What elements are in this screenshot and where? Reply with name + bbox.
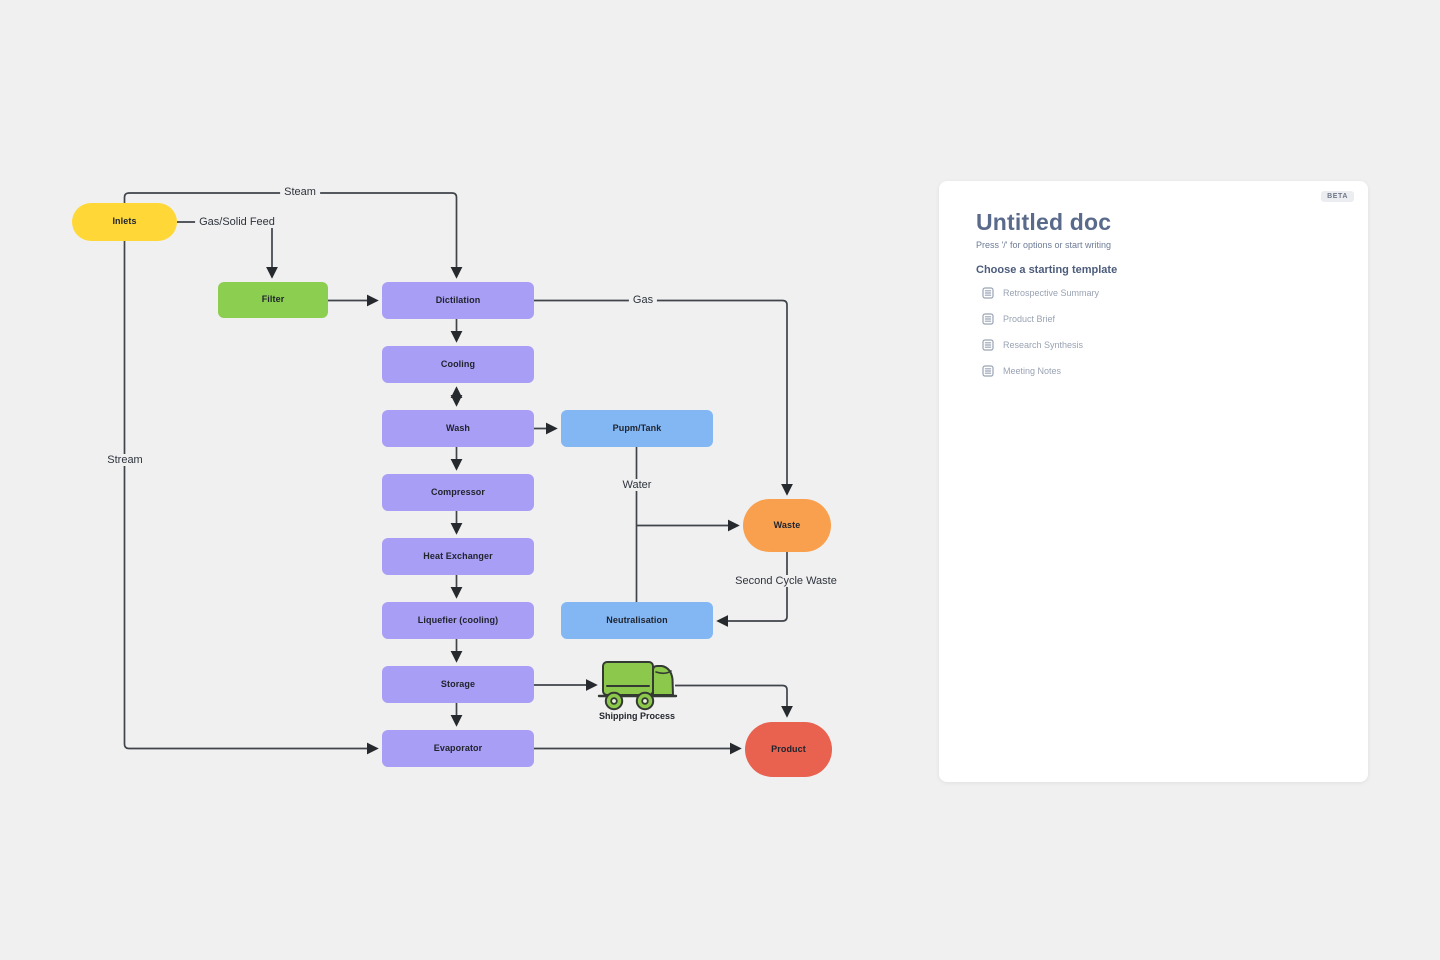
node-liquefier[interactable]: Liquefier (cooling) — [382, 602, 534, 639]
node-inlets[interactable]: Inlets — [72, 203, 177, 241]
document-icon — [982, 287, 994, 299]
node-cooling[interactable]: Cooling — [382, 346, 534, 383]
node-compressor[interactable]: Compressor — [382, 474, 534, 511]
template-meeting-notes[interactable]: Meeting Notes — [982, 363, 1061, 379]
node-storage[interactable]: Storage — [382, 666, 534, 703]
connector-gas[interactable] — [534, 299, 793, 496]
templates-heading: Choose a starting template — [976, 264, 1118, 276]
template-product-brief[interactable]: Product Brief — [982, 311, 1055, 327]
template-retrospective-summary[interactable]: Retrospective Summary — [982, 285, 1099, 301]
truck-icon[interactable] — [597, 661, 678, 711]
label-gas[interactable]: Gas — [628, 294, 658, 306]
label-water[interactable]: Water — [618, 479, 656, 491]
node-dictilation[interactable]: Dictilation — [382, 282, 534, 319]
template-label: Research Synthesis — [1003, 340, 1084, 350]
node-product[interactable]: Product — [745, 722, 832, 777]
beta-badge: BETA — [1321, 191, 1354, 202]
doc-panel: BETA Untitled doc Press '/' for options … — [939, 181, 1368, 782]
document-icon — [982, 339, 994, 351]
label-gas-solid-feed[interactable]: Gas/Solid Feed — [195, 216, 279, 228]
node-wash[interactable]: Wash — [382, 410, 534, 447]
connector-stream[interactable] — [123, 241, 379, 755]
template-label: Meeting Notes — [1003, 366, 1062, 376]
node-evaporator[interactable]: Evaporator — [382, 730, 534, 767]
template-research-synthesis[interactable]: Research Synthesis — [982, 337, 1083, 353]
label-second-cycle-waste[interactable]: Second Cycle Waste — [731, 575, 841, 587]
label-steam[interactable]: Steam — [280, 186, 320, 198]
document-icon — [982, 313, 994, 325]
doc-placeholder[interactable]: Press '/' for options or start writing — [976, 240, 1111, 250]
document-icon — [982, 365, 994, 377]
template-label: Product Brief — [1003, 314, 1056, 324]
node-heat-exchanger[interactable]: Heat Exchanger — [382, 538, 534, 575]
node-waste[interactable]: Waste — [743, 499, 831, 552]
label-stream[interactable]: Stream — [103, 454, 147, 466]
node-filter[interactable]: Filter — [218, 282, 328, 318]
doc-title[interactable]: Untitled doc — [976, 209, 1112, 235]
connector-steam[interactable] — [123, 192, 463, 279]
node-neutralisation[interactable]: Neutralisation — [561, 602, 713, 639]
node-pump-tank[interactable]: Pupm/Tank — [561, 410, 713, 447]
connector-truck-product[interactable] — [675, 684, 793, 718]
label-shipping-process[interactable]: Shipping Process — [598, 711, 676, 721]
connector-second-cycle-waste[interactable] — [716, 552, 788, 627]
connector-gas-solid-feed[interactable] — [177, 221, 278, 279]
template-label: Retrospective Summary — [1003, 288, 1100, 298]
